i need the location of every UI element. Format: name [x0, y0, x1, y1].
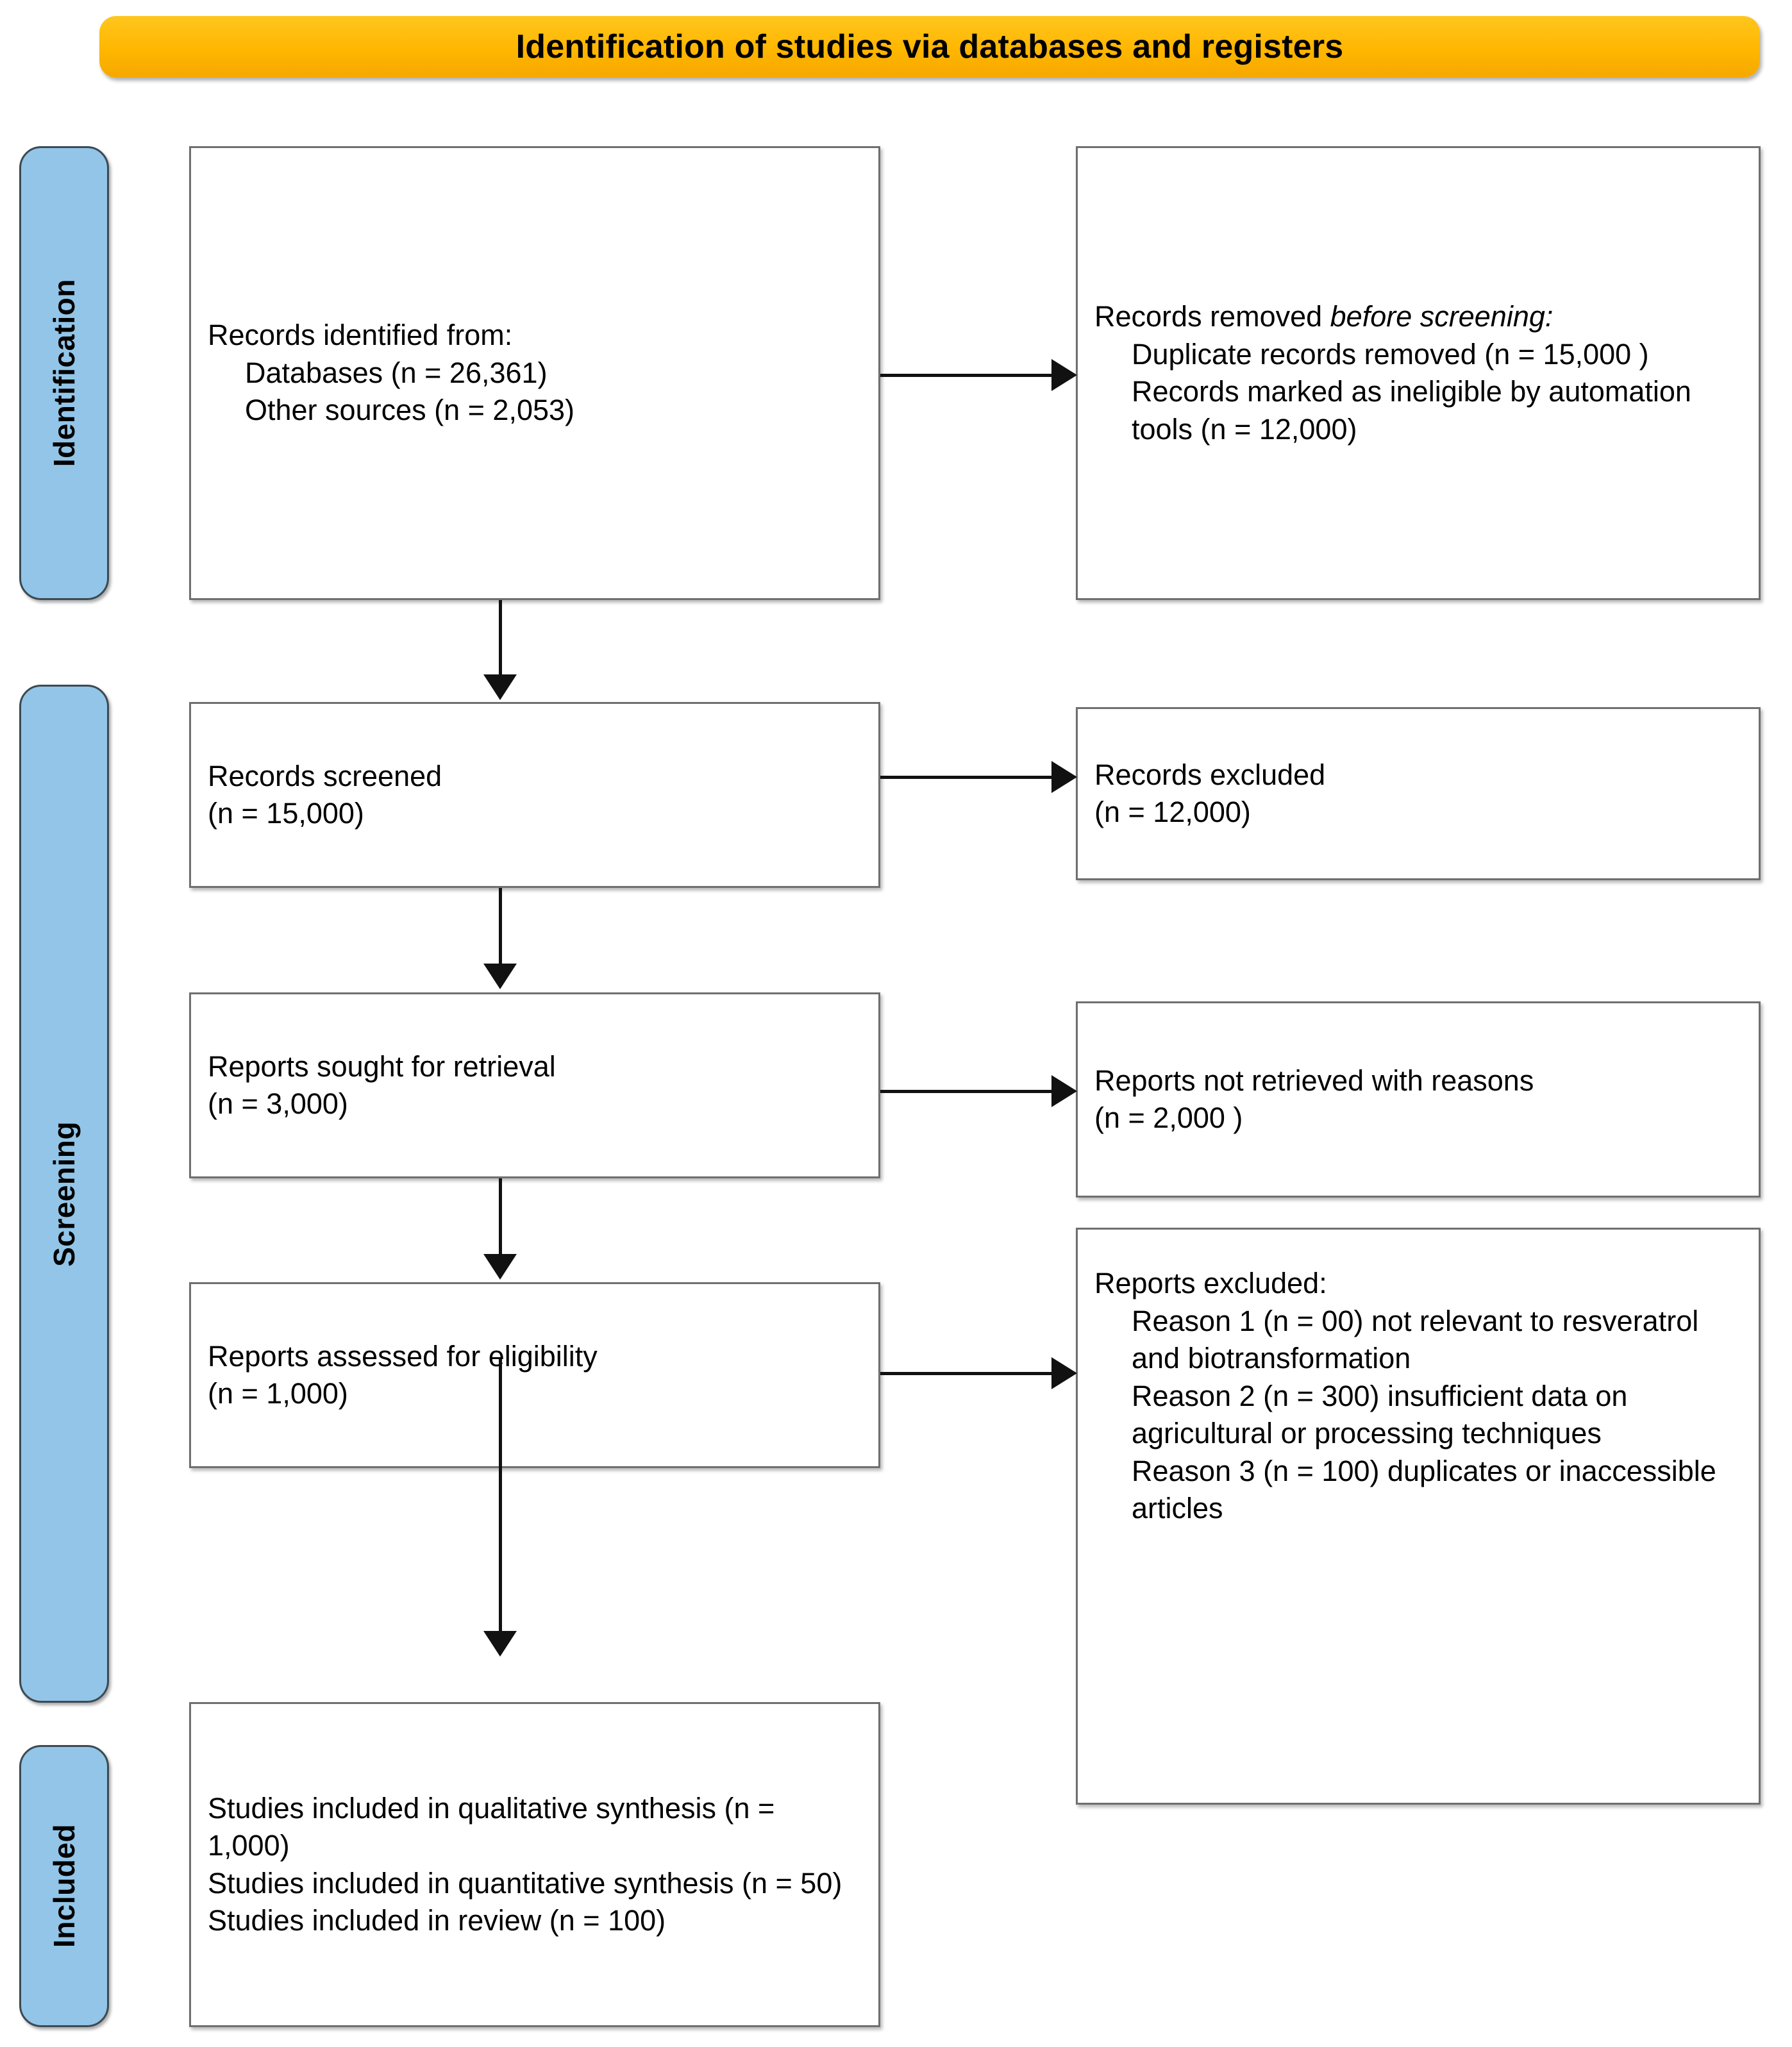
- arrowhead-assessed-to-excluded: [1051, 1357, 1077, 1389]
- connector-identified-to-removed: [880, 374, 1053, 377]
- node-reports-excluded: Reports excluded: Reason 1 (n = 00) not …: [1076, 1228, 1761, 1805]
- records-removed-title-italic: before screening: [1330, 300, 1545, 333]
- records-screened-line-0: Records screened: [208, 759, 442, 792]
- stage-label-included: Included: [47, 1824, 81, 1948]
- node-reports-not-retrieved-text: Reports not retrieved with reasons (n = …: [1078, 1062, 1759, 1137]
- records-screened-line-1: (n = 15,000): [208, 797, 364, 830]
- connector-assessed-to-excluded: [880, 1372, 1053, 1375]
- records-excluded-line-0: Records excluded: [1094, 758, 1326, 791]
- diagram-title: Identification of studies via databases …: [515, 28, 1344, 65]
- node-reports-not-retrieved: Reports not retrieved with reasons (n = …: [1076, 1001, 1761, 1198]
- node-reports-excluded-text: Reports excluded: Reason 1 (n = 00) not …: [1078, 1230, 1759, 1528]
- arrowhead-screened-to-excluded: [1051, 761, 1077, 793]
- records-removed-title-pre: Records removed: [1094, 300, 1330, 333]
- reports-sought-line-0: Reports sought for retrieval: [208, 1049, 556, 1083]
- reports-excluded-item-0: Reason 1 (n = 00) not relevant to resver…: [1132, 1304, 1699, 1375]
- connector-identified-to-screened: [499, 600, 502, 677]
- stage-label-identification: Identification: [47, 279, 81, 467]
- node-records-screened-text: Records screened (n = 15,000): [191, 758, 878, 833]
- node-records-removed: Records removed before screening: Duplic…: [1076, 146, 1761, 600]
- arrowhead-identified-to-screened: [483, 674, 517, 700]
- stage-bar-included: Included: [19, 1745, 109, 2027]
- connector-sought-to-not-retrieved: [880, 1090, 1053, 1093]
- studies-included-line-2: Studies included in review (n = 100): [208, 1904, 666, 1937]
- records-identified-item-0: Databases (n = 26,361): [245, 356, 548, 389]
- node-reports-assessed-text: Reports assessed for eligibility (n = 1,…: [191, 1338, 878, 1413]
- stage-bar-screening: Screening: [19, 685, 109, 1703]
- records-identified-title: Records identified from:: [208, 319, 513, 352]
- connector-screened-to-excluded: [880, 776, 1053, 779]
- records-removed-title-post: :: [1545, 300, 1553, 333]
- reports-sought-line-1: (n = 3,000): [208, 1087, 348, 1120]
- reports-excluded-item-1: Reason 2 (n = 300) insufficient data on …: [1132, 1379, 1628, 1450]
- records-removed-item-1: Records marked as ineligible by automati…: [1132, 375, 1691, 446]
- node-reports-sought-text: Reports sought for retrieval (n = 3,000): [191, 1048, 878, 1123]
- node-studies-included: Studies included in qualitative synthesi…: [189, 1702, 880, 2027]
- studies-included-line-1: Studies included in quantitative synthes…: [208, 1866, 842, 1900]
- node-records-identified-text: Records identified from: Databases (n = …: [191, 317, 878, 430]
- node-studies-included-text: Studies included in qualitative synthesi…: [191, 1790, 878, 1940]
- reports-not-retrieved-line-0: Reports not retrieved with reasons: [1094, 1064, 1534, 1097]
- node-records-excluded-text: Records excluded (n = 12,000): [1078, 756, 1759, 831]
- node-records-removed-text: Records removed before screening: Duplic…: [1078, 298, 1759, 448]
- node-records-excluded: Records excluded (n = 12,000): [1076, 707, 1761, 880]
- connector-assessed-to-studies-included: [499, 1359, 502, 1633]
- connector-screened-to-sought: [499, 888, 502, 966]
- node-records-identified: Records identified from: Databases (n = …: [189, 146, 880, 600]
- stage-label-screening: Screening: [47, 1121, 81, 1267]
- arrowhead-identified-to-removed: [1051, 359, 1077, 391]
- records-excluded-line-1: (n = 12,000): [1094, 796, 1251, 828]
- reports-excluded-title: Reports excluded:: [1094, 1267, 1327, 1299]
- node-records-screened: Records screened (n = 15,000): [189, 702, 880, 888]
- reports-excluded-item-2: Reason 3 (n = 100) duplicates or inacces…: [1132, 1454, 1716, 1525]
- reports-assessed-line-0: Reports assessed for eligibility: [208, 1339, 598, 1373]
- reports-assessed-line-1: (n = 1,000): [208, 1377, 348, 1410]
- arrowhead-screened-to-sought: [483, 964, 517, 989]
- node-reports-sought: Reports sought for retrieval (n = 3,000): [189, 992, 880, 1178]
- records-removed-item-0: Duplicate records removed (n = 15,000 ): [1132, 337, 1649, 371]
- node-reports-assessed: Reports assessed for eligibility (n = 1,…: [189, 1282, 880, 1468]
- connector-sought-to-assessed: [499, 1178, 502, 1257]
- arrowhead-assessed-to-studies-included: [483, 1631, 517, 1657]
- studies-included-line-0: Studies included in qualitative synthesi…: [208, 1791, 775, 1862]
- stage-bar-identification: Identification: [19, 146, 109, 600]
- reports-not-retrieved-line-1: (n = 2,000 ): [1094, 1101, 1243, 1134]
- diagram-header-banner: Identification of studies via databases …: [99, 16, 1760, 78]
- arrowhead-sought-to-assessed: [483, 1254, 517, 1280]
- arrowhead-sought-to-not-retrieved: [1051, 1075, 1077, 1107]
- records-identified-item-1: Other sources (n = 2,053): [245, 394, 575, 427]
